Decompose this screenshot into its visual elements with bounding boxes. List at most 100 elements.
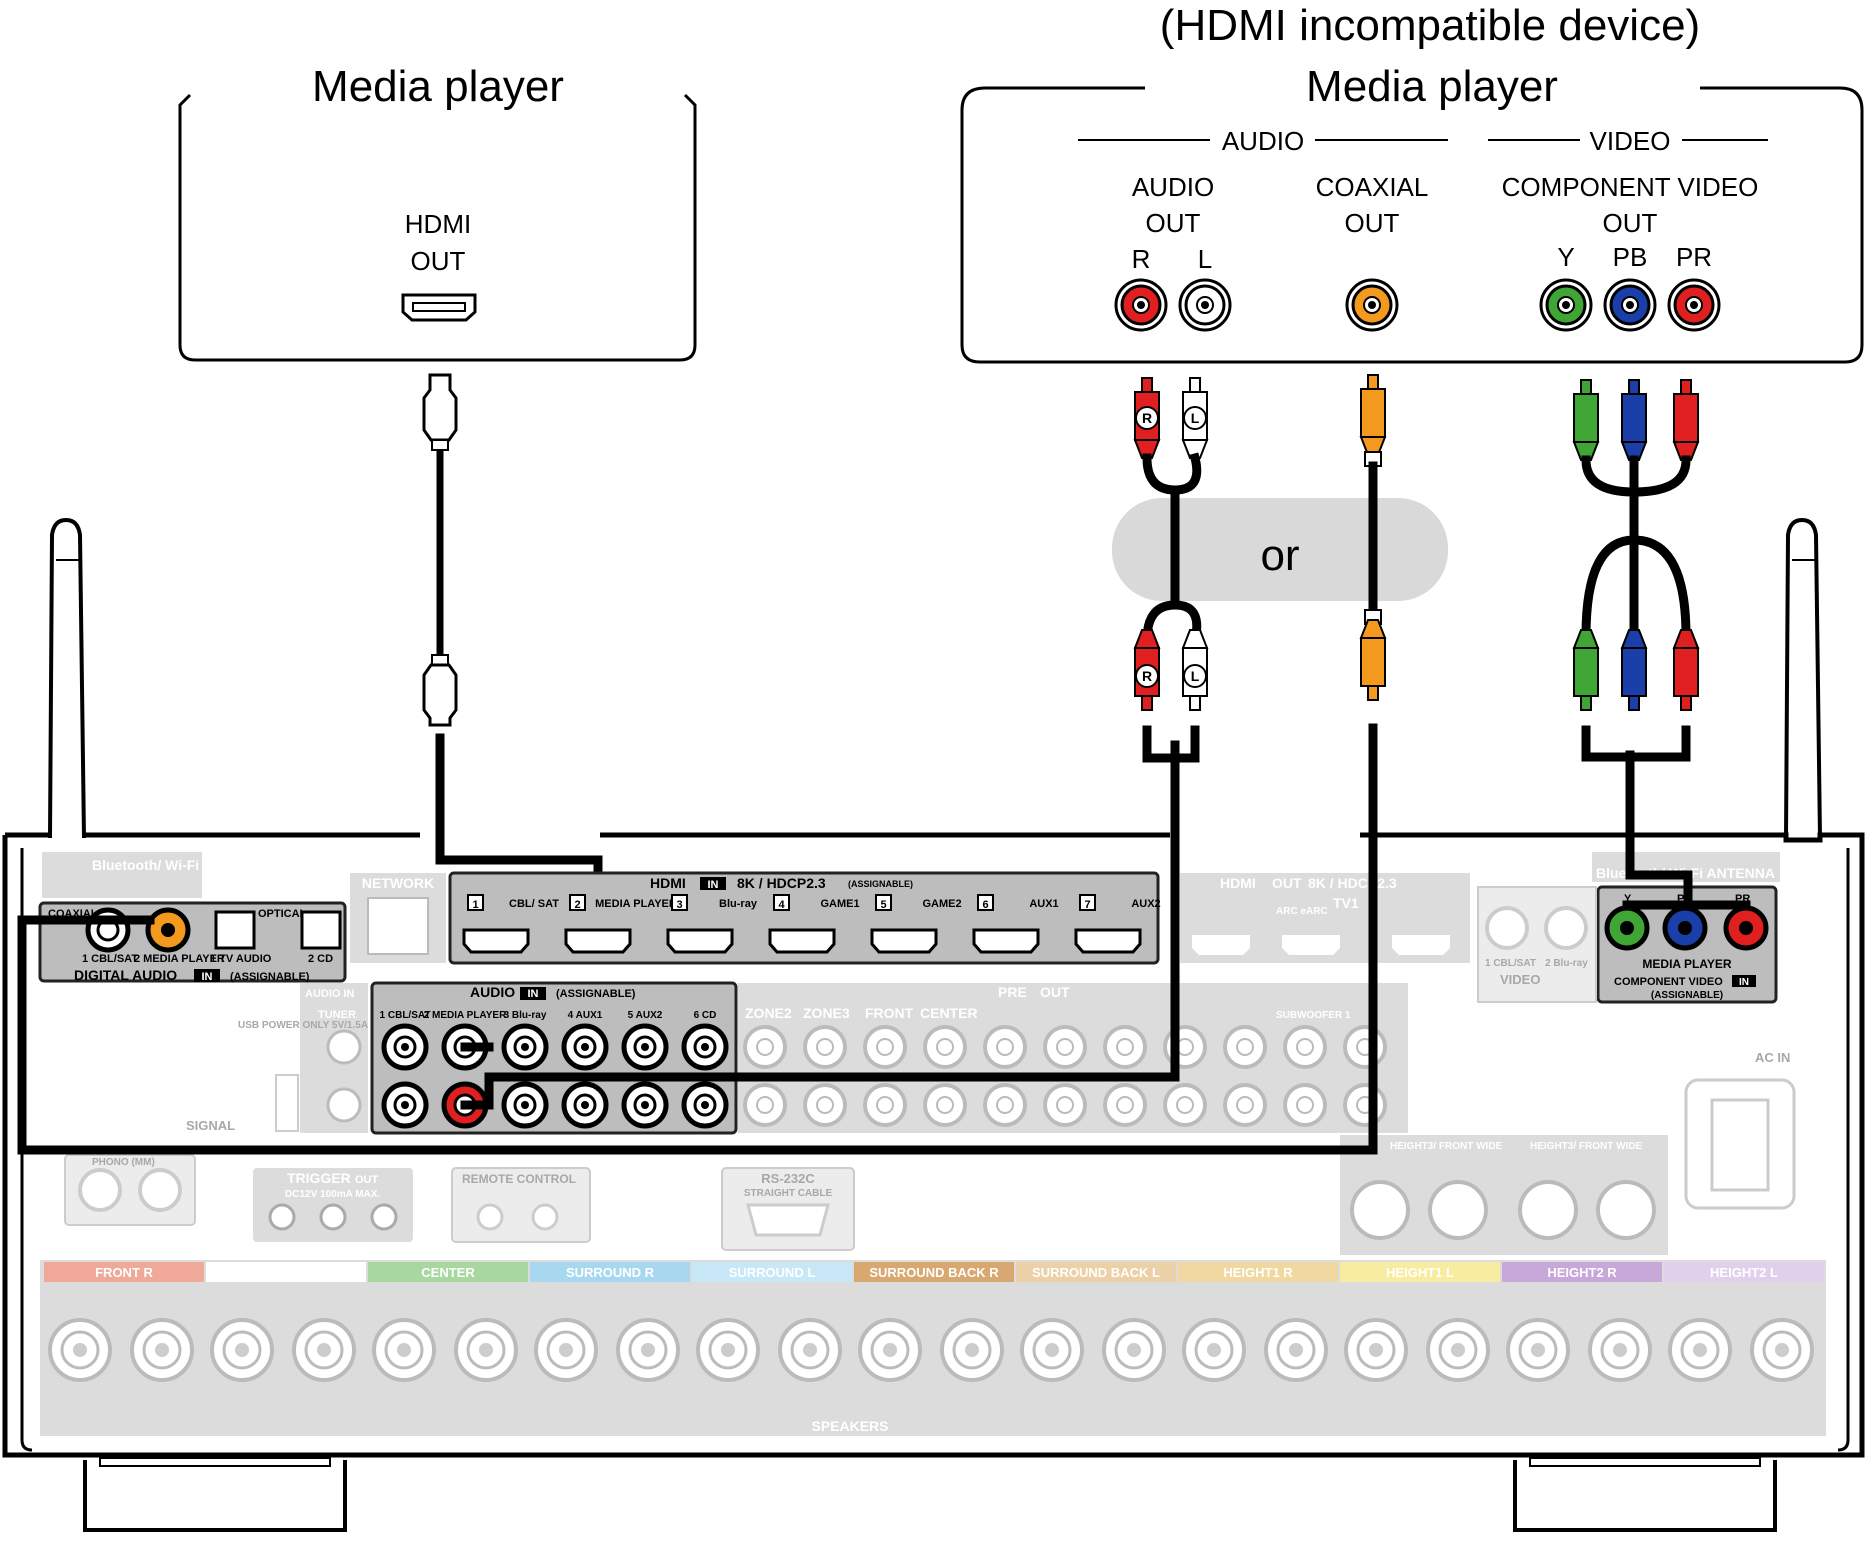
audio-input-name: 2 MEDIA PLAYER bbox=[424, 1010, 507, 1021]
hdmi-out-tv1: TV1 bbox=[1333, 895, 1359, 911]
hdmi-input-number: 3 bbox=[676, 899, 682, 911]
coaxial-out-label: COAXIAL bbox=[1316, 172, 1429, 202]
pre-out-badge: OUT bbox=[1040, 984, 1070, 1000]
speaker-group-8: HEIGHT1 L bbox=[1340, 1262, 1500, 1382]
speaker-group-label: HEIGHT2 R bbox=[1547, 1265, 1617, 1280]
audio-input-name: 4 AUX1 bbox=[568, 1010, 603, 1021]
audio-in-assign: (ASSIGNABLE) bbox=[556, 988, 636, 1000]
analog-l-label: L bbox=[1198, 244, 1212, 274]
component-plug-bottom-1 bbox=[1620, 629, 1648, 711]
pre-out-jack bbox=[1343, 1083, 1387, 1127]
receiver-rear-panel: Bluetooth/ Wi-Fi ANTENNA Bluetooth/ Wi-F… bbox=[2, 517, 1865, 1532]
hdmi-out-badge: OUT bbox=[1272, 875, 1302, 891]
analog-plug-l-bottom-letter: L bbox=[1191, 668, 1200, 684]
remote-label: REMOTE CONTROL bbox=[462, 1172, 576, 1186]
analog-r-label: R bbox=[1132, 244, 1151, 274]
network-port bbox=[367, 897, 429, 955]
speaker-group-label: FRONT R bbox=[95, 1265, 153, 1280]
antenna-left-label: Bluetooth/ Wi-Fi ANTENNA bbox=[92, 857, 271, 873]
hdmi-out-spec: 8K / HDCP2.3 bbox=[1308, 875, 1397, 891]
hdmi-out-label-2: OUT bbox=[411, 246, 466, 276]
speaker-group-7: HEIGHT1 R bbox=[1178, 1262, 1338, 1382]
analog-plug-l-top: L bbox=[1181, 377, 1209, 459]
pre-out-jack bbox=[863, 1025, 907, 1069]
comp-pr-label: PR bbox=[1676, 242, 1712, 272]
rs232-label: RS-232C bbox=[761, 1171, 815, 1186]
hdmi-input-name: Blu-ray bbox=[719, 898, 758, 910]
comp-pb-label: PB bbox=[1613, 242, 1648, 272]
comp-pr-jack bbox=[1667, 278, 1721, 332]
audio-input-name: 6 CD bbox=[694, 1010, 717, 1021]
coaxial-plug-bottom bbox=[1359, 619, 1387, 701]
audio-input-3: 3 Blu-ray bbox=[501, 1010, 549, 1129]
hdmi-input-name: CBL/ SAT bbox=[509, 898, 559, 910]
chassis bbox=[2, 832, 1865, 1458]
height3-r-label: HEIGHT3/ FRONT WIDE bbox=[1390, 1141, 1503, 1152]
component-video-label: COMPONENT VIDEO bbox=[1614, 976, 1723, 988]
video-in-label: VIDEO bbox=[1500, 972, 1540, 987]
pre-out-jack bbox=[803, 1083, 847, 1127]
pre-out-label: PRE bbox=[998, 984, 1027, 1000]
speaker-group-label: SURROUND L bbox=[729, 1265, 816, 1280]
component-plug-bottom-0 bbox=[1572, 629, 1600, 711]
coaxial-out-label-2: OUT bbox=[1345, 208, 1400, 238]
speaker-group-5: SURROUND BACK R bbox=[854, 1262, 1014, 1382]
speaker-group-1: FRONT L bbox=[206, 1262, 366, 1382]
audio-in-label: AUDIO bbox=[470, 984, 515, 1000]
speaker-group-10: HEIGHT2 L bbox=[1664, 1262, 1824, 1382]
component-input-name: MEDIA PLAYER bbox=[1642, 957, 1731, 971]
optical-label: OPTICAL bbox=[258, 908, 307, 920]
audio-input-6: 6 CD bbox=[681, 1010, 729, 1129]
speaker-group-6: SURROUND BACK L bbox=[1016, 1262, 1176, 1382]
optical-jack-1 bbox=[214, 910, 256, 950]
subwoofer1-label: SUBWOOFER 1 bbox=[1276, 1010, 1351, 1021]
digital-audio-label: DIGITAL AUDIO bbox=[74, 967, 177, 983]
audio-input-5: 5 AUX2 bbox=[621, 1010, 669, 1129]
audio-in-left-label: AUDIO IN bbox=[305, 988, 355, 1000]
pre-front-label: FRONT bbox=[865, 1005, 914, 1021]
pre-out-jack bbox=[923, 1083, 967, 1127]
hdmi-input-number: 5 bbox=[880, 899, 886, 911]
speaker-group-4: SURROUND L bbox=[692, 1262, 852, 1382]
hdmi-input-6: 6 AUX1 bbox=[972, 894, 1059, 954]
audio-group-label: AUDIO bbox=[1222, 126, 1304, 156]
trigger-label: TRIGGER bbox=[287, 1170, 351, 1186]
analog-plug-r-bottom-letter: R bbox=[1142, 668, 1152, 684]
hdmi-input-number: 6 bbox=[982, 899, 988, 911]
pre-out-jack bbox=[1103, 1025, 1147, 1069]
audio-input-4: 4 AUX1 bbox=[561, 1010, 609, 1129]
speaker-group-2: CENTER bbox=[368, 1262, 528, 1382]
pre-out-jack bbox=[983, 1083, 1027, 1127]
hdmi-out-arc: ARC eARC bbox=[1276, 906, 1328, 917]
analog-plug-l-top-letter: L bbox=[1191, 410, 1200, 426]
digital-in-2: 2 MEDIA PLAYER bbox=[134, 953, 225, 965]
tuner-label: TUNER bbox=[318, 1009, 356, 1021]
pre-center-label: CENTER bbox=[920, 1005, 978, 1021]
audio-input-name: 5 AUX2 bbox=[628, 1010, 663, 1021]
pre-out-jack bbox=[1223, 1083, 1267, 1127]
audio-input-name: 3 Blu-ray bbox=[504, 1010, 547, 1021]
hdmi-input-number: 1 bbox=[472, 899, 478, 911]
hdmi-incompatible-note: (HDMI incompatible device) bbox=[1160, 1, 1700, 50]
hdmi-input-name: AUX1 bbox=[1029, 898, 1058, 910]
hdmi-input-name: AUX2 bbox=[1131, 898, 1160, 910]
speaker-group-label: SURROUND R bbox=[566, 1265, 655, 1280]
video-group-label: VIDEO bbox=[1590, 126, 1671, 156]
usb-port bbox=[275, 1074, 299, 1132]
analog-plug-r-top-letter: R bbox=[1142, 410, 1152, 426]
speaker-group-0: FRONT R bbox=[44, 1262, 204, 1382]
pre-out-jack bbox=[983, 1025, 1027, 1069]
speaker-group-label: SURROUND BACK R bbox=[869, 1265, 999, 1280]
or-label: or bbox=[1260, 531, 1299, 580]
pre-out-jack bbox=[743, 1083, 787, 1127]
speaker-group-label: HEIGHT1 L bbox=[1386, 1265, 1454, 1280]
network-label: NETWORK bbox=[362, 875, 434, 891]
pre-out-jack bbox=[1223, 1025, 1267, 1069]
analog-audio-out-label-2: OUT bbox=[1146, 208, 1201, 238]
analog-plug-l-bottom: L bbox=[1181, 629, 1209, 711]
component-plug-top-2 bbox=[1672, 379, 1700, 461]
